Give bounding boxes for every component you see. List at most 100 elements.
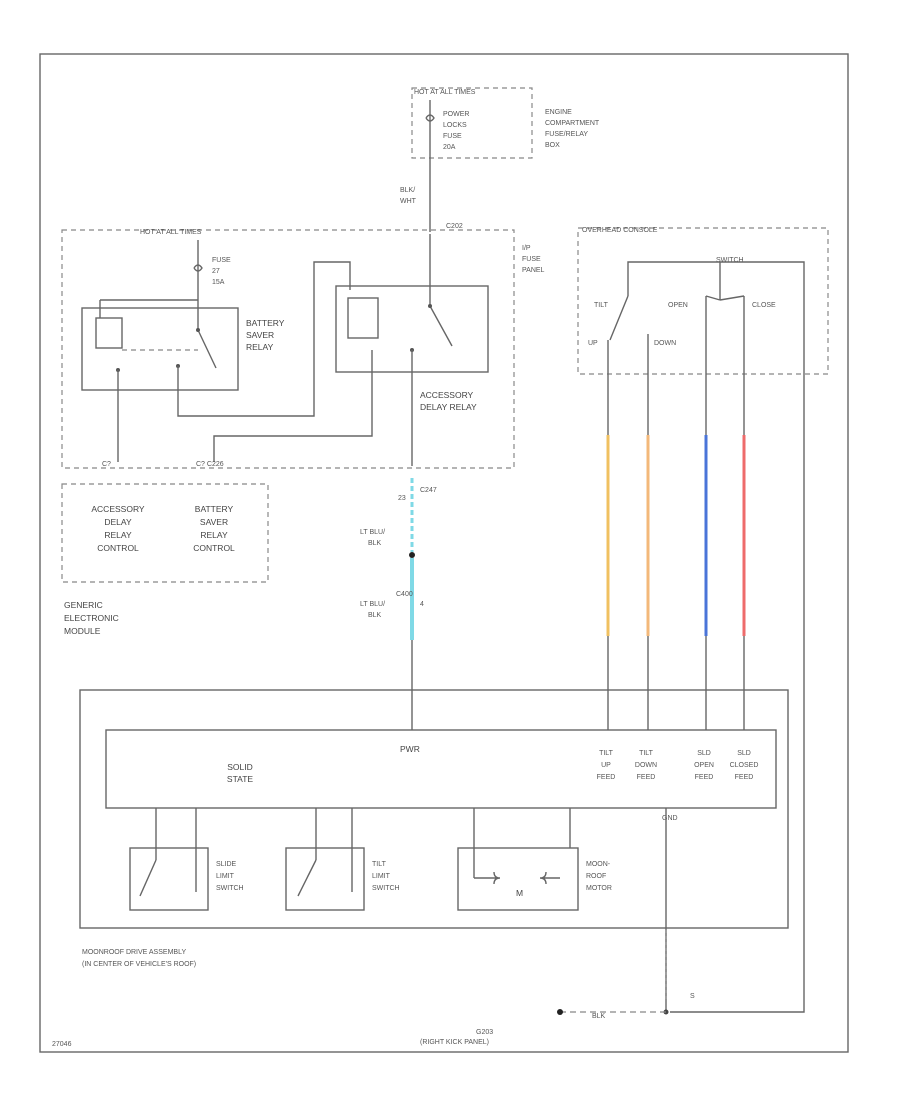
tilt-up-3: FEED <box>597 774 616 781</box>
gem-acc-line-4: CONTROL <box>97 543 139 553</box>
gem-batt-line-3: RELAY <box>200 530 228 540</box>
connector-a: C? <box>102 461 111 468</box>
ground-splice-label: S <box>690 993 695 1000</box>
engine-hot-label: HOT AT ALL TIMES <box>414 89 476 96</box>
gem-acc-line-3: RELAY <box>104 530 132 540</box>
moonroof-motor <box>457 847 579 911</box>
engine-box-line-2: COMPARTMENT <box>545 120 600 127</box>
sld-closed-1: SLD <box>737 750 751 757</box>
gem-batt-line-1: BATTERY <box>195 504 234 514</box>
drive-assembly-name-1: MOONROOF DRIVE ASSEMBLY <box>82 949 186 956</box>
acc-delay-line-2: DELAY RELAY <box>420 402 477 412</box>
switch-common-bus <box>627 261 805 374</box>
ip-fuse-line-1: FUSE <box>212 257 231 264</box>
batt-saver-control-wire <box>213 350 373 462</box>
engine-fuse-line-2: LOCKS <box>443 122 467 129</box>
feed-color2-b: BLK <box>368 612 382 619</box>
console-ground-wire <box>670 374 805 1013</box>
feed-color1-a: LT BLU/ <box>360 529 385 536</box>
slide-limit-switch <box>129 847 209 911</box>
batt-saver-line-2: SAVER <box>246 330 274 340</box>
delay-pivot <box>428 304 432 308</box>
ip-fuse-line-3: 15A <box>212 279 225 286</box>
feed-connector2: C400 <box>396 591 413 598</box>
fuse-27-symbol <box>193 264 203 272</box>
engine-box-line-1: ENGINE <box>545 109 572 116</box>
ip-hot-label: HOT AT ALL TIMES <box>140 229 202 236</box>
label-tilt: TILT <box>594 302 609 309</box>
motor-3: MOTOR <box>586 885 612 892</box>
tilt-down-3: FEED <box>637 774 656 781</box>
slide-switch-1: SLIDE <box>216 861 237 868</box>
engine-box-line-3: FUSE/RELAY <box>545 131 588 138</box>
accessory-delay-coil <box>347 297 379 339</box>
motor-brush-a <box>474 871 501 885</box>
tilt-switch-limit-blade <box>297 859 317 897</box>
ground-wire-label: BLK <box>592 1013 606 1020</box>
tilt-switch-blade <box>609 295 629 341</box>
pwr-splice <box>409 552 415 558</box>
relay-pivot <box>196 328 200 332</box>
slide-switch-2: LIMIT <box>216 873 235 880</box>
ground-point <box>557 1009 563 1015</box>
ip-panel-line-3: PANEL <box>522 267 545 274</box>
tilt-switch-3: SWITCH <box>372 885 400 892</box>
overhead-console <box>577 227 829 375</box>
accessory-delay-contact <box>429 305 453 347</box>
feed-color1-b: BLK <box>368 540 382 547</box>
feed-pin2: 4 <box>420 601 424 608</box>
diagram-border <box>39 53 849 1053</box>
gem-acc-line-1: ACCESSORY <box>91 504 145 514</box>
gem-name-line-2: ELECTRONIC <box>64 613 119 623</box>
feed-pin: 23 <box>398 495 406 502</box>
label-close: CLOSE <box>752 302 776 309</box>
slide-switch-3: SWITCH <box>216 885 244 892</box>
generic-electronic-module <box>61 483 269 583</box>
ground-name: G203 <box>476 1029 493 1036</box>
sld-open-1: SLD <box>697 750 711 757</box>
overhead-switch: SWITCH <box>716 257 744 264</box>
label-up: UP <box>588 340 598 347</box>
sld-open-2: OPEN <box>694 762 714 769</box>
fuse-20a-symbol <box>425 114 435 122</box>
tilt-switch-2: LIMIT <box>372 873 391 880</box>
ground-location: (RIGHT KICK PANEL) <box>420 1039 489 1046</box>
pwr-label: PWR <box>400 744 420 754</box>
solid-state-module <box>105 729 777 809</box>
label-open: OPEN <box>668 302 688 309</box>
wire-blk-wht-1: BLK/ <box>400 187 415 194</box>
gnd-label: GND <box>662 815 678 822</box>
solid-state-1: SOLID <box>227 762 253 772</box>
ip-panel-line-1: I/P <box>522 245 531 252</box>
ip-panel-line-2: FUSE <box>522 256 541 263</box>
overhead-title: OVERHEAD CONSOLE <box>582 227 658 234</box>
motor-symbol: M <box>516 888 523 898</box>
engine-fuse-line-1: POWER <box>443 111 469 118</box>
gem-batt-line-4: CONTROL <box>193 543 235 553</box>
ip-fuse-line-2: 27 <box>212 268 220 275</box>
engine-fuse-box <box>411 87 533 159</box>
battery-saver-coil <box>95 317 123 349</box>
connector-b: C? C226 <box>196 461 224 468</box>
ip-fuse-panel <box>61 229 515 469</box>
engine-fuse-line-4: 20A <box>443 144 456 151</box>
motor-2: ROOF <box>586 873 606 880</box>
close-switch-blade <box>719 295 745 301</box>
tilt-limit-switch <box>285 847 365 911</box>
engine-box-line-4: BOX <box>545 142 560 149</box>
gem-name-line-3: MODULE <box>64 626 101 636</box>
label-down: DOWN <box>654 340 676 347</box>
tilt-down-1: TILT <box>639 750 654 757</box>
sld-closed-3: FEED <box>735 774 754 781</box>
feed-color2-a: LT BLU/ <box>360 601 385 608</box>
gem-name-line-1: GENERIC <box>64 600 103 610</box>
slide-switch-blade <box>139 859 157 897</box>
sld-closed-2: CLOSED <box>730 762 759 769</box>
drive-assembly-name-2: (IN CENTER OF VEHICLE'S ROOF) <box>82 961 196 968</box>
gem-batt-line-2: SAVER <box>200 517 228 527</box>
moonroof-drive-assembly <box>79 689 789 929</box>
footer-code: 27046 <box>52 1041 72 1048</box>
engine-fuse-line-3: FUSE <box>443 133 462 140</box>
acc-delay-line-1: ACCESSORY <box>420 390 474 400</box>
